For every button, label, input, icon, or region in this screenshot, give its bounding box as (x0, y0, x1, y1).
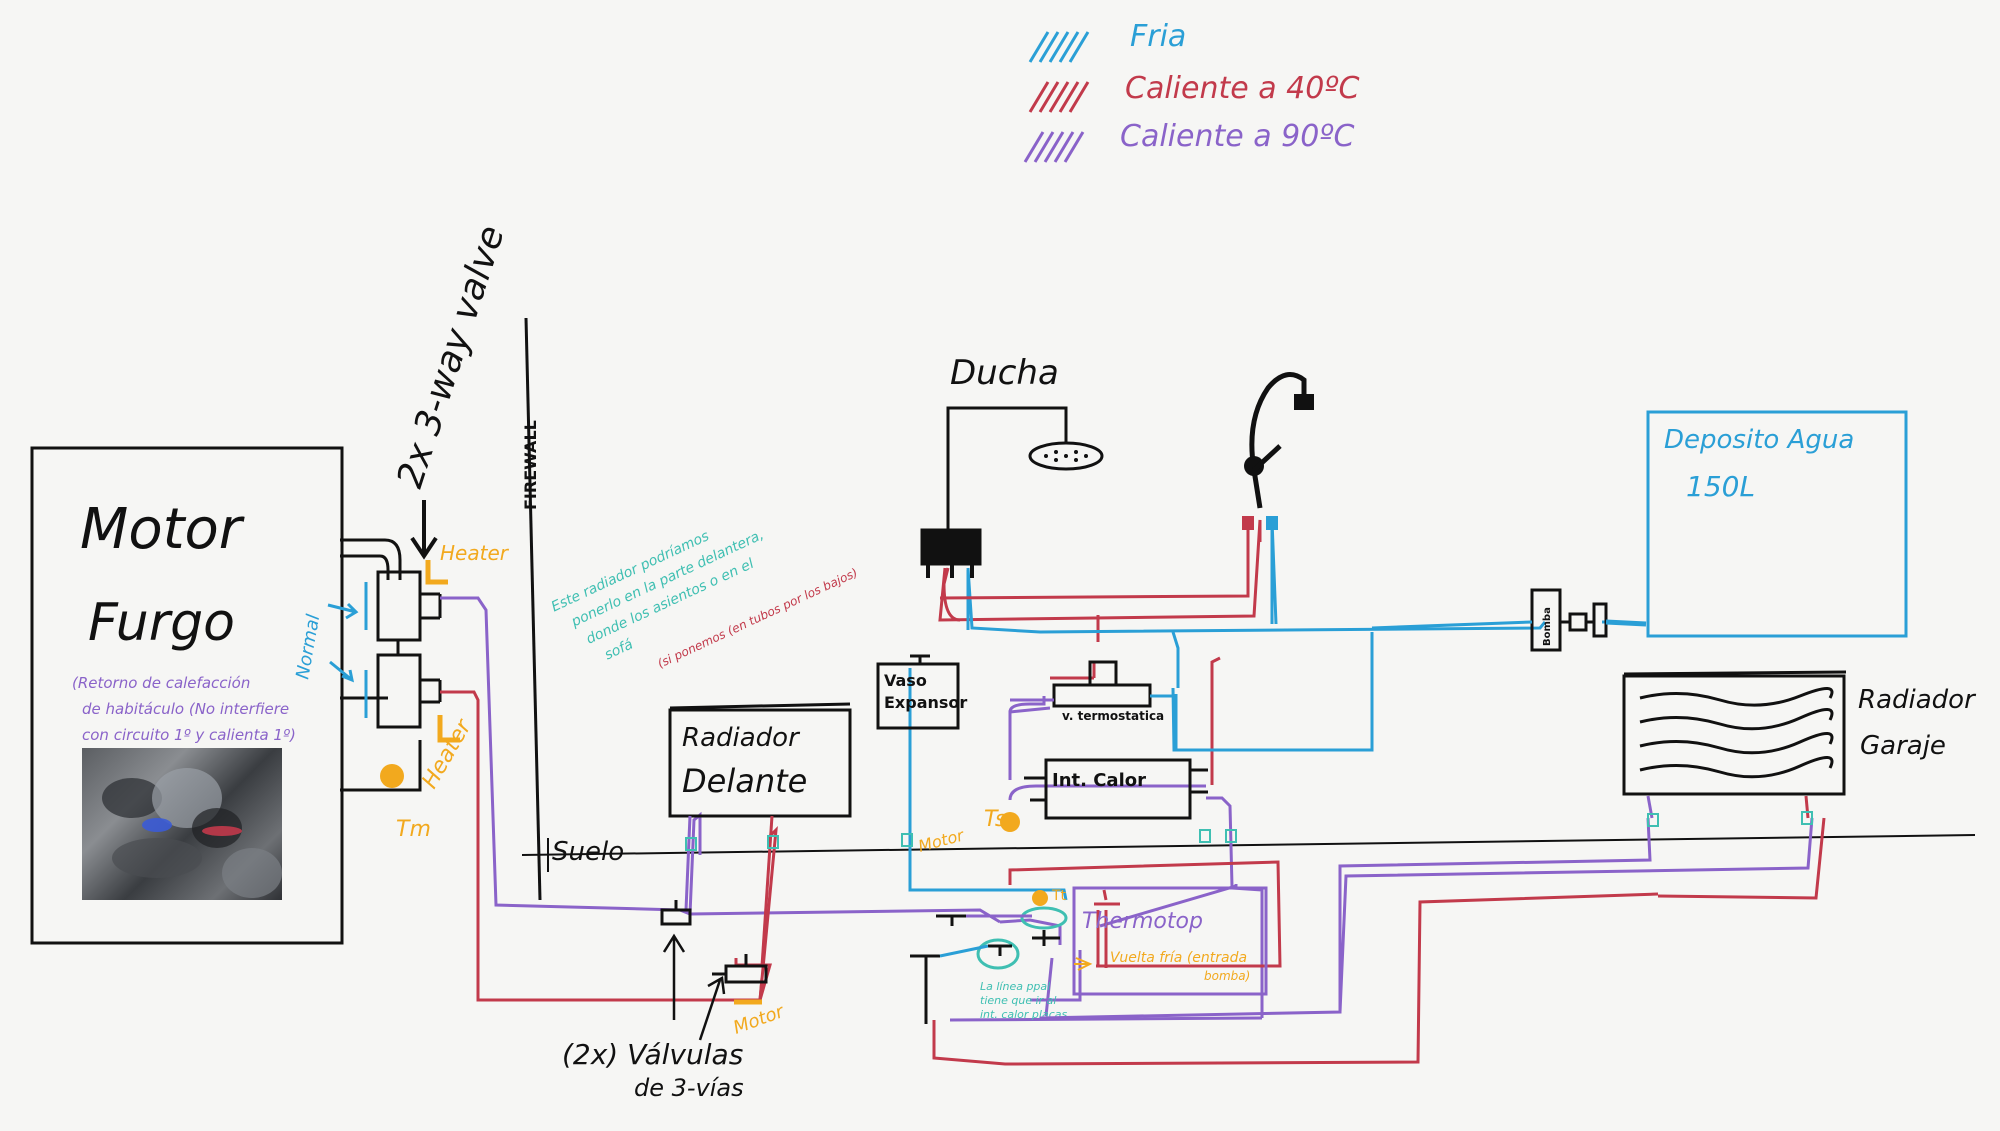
tee-fittings (910, 914, 1060, 1024)
thermotop-label: Thermotop (1082, 909, 1203, 934)
valvulas-label-2: de 3-vías (634, 1074, 744, 1102)
legend-label-hot40: Caliente a 40ºC (1125, 71, 1359, 106)
bomba-label: Bomba (1542, 607, 1553, 646)
vaso-label-1: Vaso (884, 671, 927, 690)
delante-red (760, 815, 774, 967)
motor-valve-label: Motor (731, 1001, 789, 1039)
linea-note: La línea ppal tiene que ir al int. calor… (980, 980, 1067, 1021)
ts-sensor (1000, 812, 1020, 832)
valve-arrow-1 (662, 933, 686, 1020)
heater-top-marker (425, 560, 448, 585)
thermotop-teal-ring (1020, 906, 1068, 930)
heater-bottom-label: Heater (418, 714, 478, 793)
tap-red-pipe (939, 530, 1250, 600)
legend-swatch-hot40 (1028, 81, 1090, 113)
retorno-line-3: con circuito 1º y calienta 1º) (82, 726, 296, 744)
ducha-label: Ducha (950, 353, 1059, 393)
ducha-shower: Ducha (920, 353, 1104, 578)
red-note: (si ponemos (en tubos por los bajos) (655, 565, 859, 670)
valve-note-arrow (410, 500, 438, 560)
engine-photo (82, 748, 282, 900)
heater-top-label: Heater (440, 541, 510, 565)
tm-sensor (380, 764, 404, 788)
linea-note-2: tiene que ir al (980, 994, 1056, 1007)
thermotop: Thermotop Tt (976, 886, 1268, 996)
int-calor-label: Int. Calor (1052, 770, 1146, 791)
firewall-label: FIREWALL (521, 420, 540, 510)
radiador-garaje-label-1: Radiador (1858, 685, 1977, 715)
shower-pipe (946, 406, 1068, 536)
motor-furgo: Motor Furgo (Retorno de calefacción de h… (30, 446, 344, 945)
normal-arrows (327, 582, 368, 718)
bomba-pump (1530, 588, 1608, 652)
radiador-garaje-label-2: Garaje (1860, 731, 1946, 761)
linea-note-1: La línea ppal (980, 980, 1050, 993)
vuelta-arrow (1074, 957, 1093, 971)
teal-note: Este radiador podríamos ponerlo en la pa… (549, 527, 766, 663)
suelo-line (521, 834, 1976, 856)
tap-icon (1249, 372, 1307, 509)
deposito-agua: Deposito Agua 150L (1646, 410, 1908, 638)
firewall-line (524, 317, 542, 901)
radiador-delante-label-2: Delante (682, 762, 807, 800)
legend: Fria Caliente a 40ºC Caliente a 90ºC (1023, 19, 1359, 163)
normal-label: Normal (292, 613, 324, 681)
suelo-label: Suelo (552, 837, 624, 867)
radiador-garaje: Radiador Garaje (1622, 670, 1977, 796)
shower-mixer-icon (920, 528, 982, 566)
valvulas-label-1: (2x) Válvulas (562, 1038, 743, 1071)
retorno-line-1: (Retorno de calefacción (72, 674, 250, 692)
vuelta-label-2: bomba) (1204, 969, 1250, 983)
teal-note-4: sofá (602, 636, 635, 663)
termostatica-label: v. termostatica (1062, 709, 1164, 723)
radiador-garaje-waves (1639, 687, 1834, 779)
vaso-label-2: Expansor (884, 693, 967, 712)
floor-crossings (685, 811, 1813, 851)
vaso-expansor: Vaso Expansor (876, 654, 967, 730)
radiador-delante: Radiador Delante (668, 702, 852, 818)
shower-red-pipe (942, 567, 961, 622)
garaje-red-stub (1804, 795, 1810, 819)
three-way-valves-floor (660, 900, 768, 984)
legend-label-cold: Fria (1130, 19, 1186, 54)
delante-purple (684, 815, 692, 911)
pipes-hot40 (440, 519, 1826, 1066)
retorno-line-2: de habitáculo (No interfiere (82, 700, 289, 718)
tm-label: Tm (396, 817, 431, 842)
valve-note: 2x 3-way valve (390, 221, 513, 493)
deposito-label-1: Deposito Agua (1664, 425, 1854, 455)
tt-sensor (1032, 890, 1048, 906)
retorno-note: (Retorno de calefacción de habitáculo (N… (72, 674, 296, 744)
legend-label-hot90: Caliente a 90ºC (1120, 119, 1354, 154)
engine-pipes (340, 538, 422, 792)
tap-faucet (1242, 372, 1314, 530)
deposito-outlet (1605, 619, 1647, 627)
motor-ts-label: Motor (916, 825, 967, 856)
tt-label: Tt (1051, 888, 1067, 904)
shower-head-holes (1044, 450, 1088, 462)
heater-bottom-marker (437, 715, 460, 743)
motor-box (30, 446, 344, 945)
deposito-label-2: 150L (1686, 470, 1755, 503)
garaje-purple-return (1039, 817, 1652, 1020)
radiador-delante-label-1: Radiador (682, 723, 801, 753)
tee-blue (939, 944, 989, 958)
valve-arrow-2 (698, 975, 726, 1041)
v-termostatica: v. termostatica (1052, 660, 1164, 723)
linea-teal-ring (976, 938, 1020, 970)
int-calor: Int. Calor (1024, 758, 1208, 820)
vuelta-label-1: Vuelta fría (entrada (1110, 950, 1247, 966)
three-way-valves-engine (376, 570, 442, 729)
motor-label: Motor (80, 497, 245, 562)
legend-swatch-hot90 (1023, 131, 1085, 163)
bomba-inlet (1371, 620, 1533, 630)
ts-label: Ts (984, 807, 1006, 832)
furgo-label: Furgo (88, 593, 235, 653)
legend-swatch-cold (1028, 31, 1090, 63)
